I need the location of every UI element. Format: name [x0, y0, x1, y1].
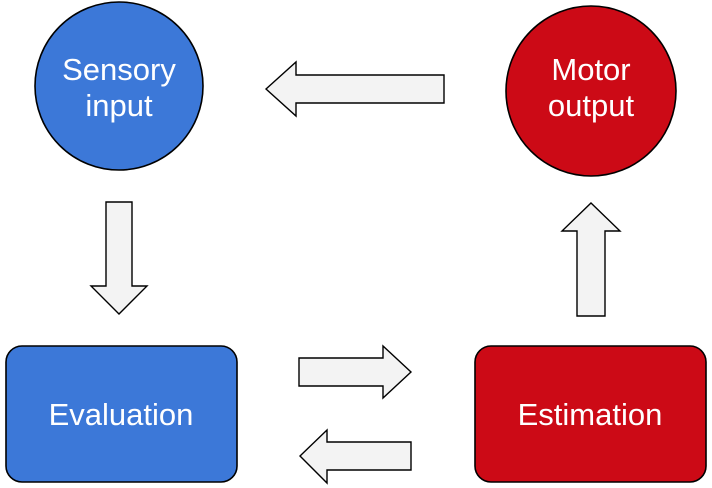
arrow-estimation-to-motor: [560, 202, 622, 317]
arrow-motor-to-sensory: [264, 60, 445, 118]
evaluation-box: [5, 345, 238, 483]
arrow-sensory-to-evaluation: [89, 201, 149, 315]
motor-output-label-line2: output: [548, 88, 635, 123]
sensory-input-node: Sensory input: [34, 1, 204, 171]
motor-output-circle: [505, 5, 677, 177]
sensory-input-label-line1: Sensory: [62, 52, 176, 87]
arrow-estimation-to-evaluation: [299, 428, 412, 485]
evaluation-node: Evaluation: [5, 345, 238, 483]
arrow-evaluation-to-estimation: [298, 344, 413, 400]
sensory-input-label-line2: input: [85, 88, 153, 123]
motor-output-node: Motor output: [505, 5, 677, 177]
estimation-node: Estimation: [474, 345, 707, 483]
estimation-box: [474, 345, 707, 483]
sensory-input-circle: [34, 1, 204, 171]
estimation-label: Estimation: [518, 397, 663, 432]
evaluation-label: Evaluation: [49, 397, 194, 432]
motor-output-label-line1: Motor: [551, 52, 630, 87]
